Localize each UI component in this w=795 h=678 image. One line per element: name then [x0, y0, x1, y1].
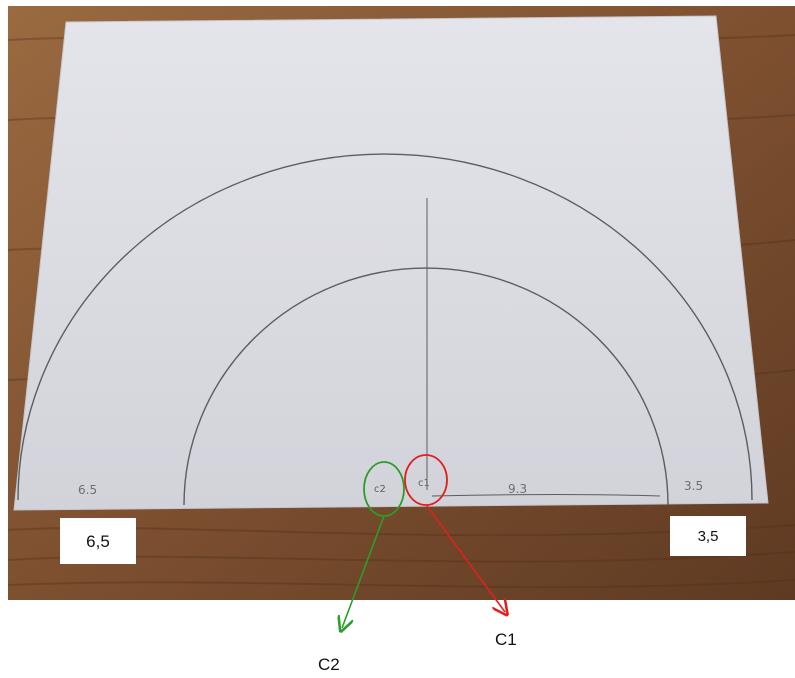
- paper-sheet: [13, 15, 769, 511]
- pencil-label-inner-right: 9.3: [508, 482, 527, 496]
- pencil-label-c1: c1: [418, 478, 430, 489]
- pencil-label-outer-right: 3.5: [684, 479, 703, 493]
- c2-arrow: [342, 515, 385, 628]
- value-box-left: 6,5: [60, 518, 136, 564]
- pencil-label-outer-left: 6.5: [78, 483, 97, 497]
- c1-arrow: [426, 505, 505, 612]
- pencil-label-c2: c2: [374, 484, 386, 495]
- c1-marker-circle: [404, 454, 448, 506]
- inner-semicircle: [183, 267, 669, 506]
- outer-semicircle: [17, 153, 753, 501]
- caption-c2: C2: [318, 655, 340, 674]
- baseline-segment: [431, 494, 661, 497]
- value-box-right: 3,5: [670, 516, 746, 556]
- caption-c1: C1: [495, 630, 517, 649]
- pencil-drawing: [17, 153, 753, 506]
